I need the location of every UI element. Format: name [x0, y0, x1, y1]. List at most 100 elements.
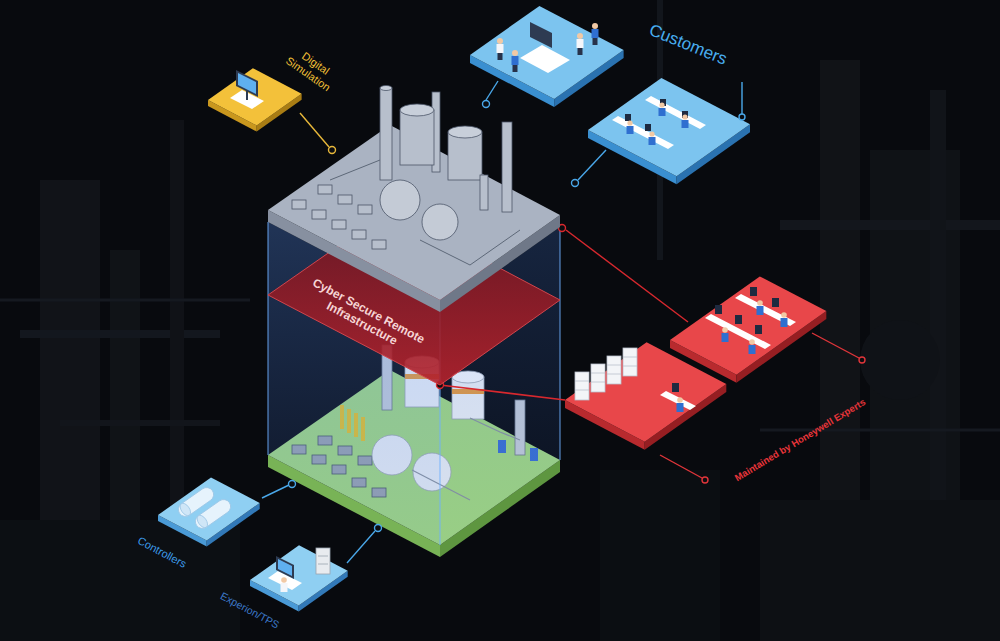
person	[281, 583, 288, 592]
person	[578, 47, 583, 55]
plant-silhouette	[760, 429, 1000, 432]
chimney	[380, 86, 392, 181]
expert-tiles	[565, 342, 726, 442]
person	[722, 327, 728, 333]
person	[781, 312, 788, 327]
person	[682, 114, 687, 119]
person	[513, 64, 518, 72]
leader-lines	[486, 81, 498, 100]
person	[512, 56, 519, 65]
leader-lines	[566, 230, 688, 322]
server-rack	[591, 364, 605, 392]
simulation-node: Digital Simulation	[200, 40, 350, 135]
person	[682, 114, 689, 128]
server-rack	[575, 348, 637, 400]
server-rack	[607, 374, 621, 375]
person	[593, 37, 598, 45]
server-rack	[623, 348, 637, 376]
desk	[705, 314, 771, 349]
experion-tile	[210, 540, 355, 635]
storage-tank	[400, 104, 434, 116]
simulation-tile	[246, 91, 248, 100]
expert-tiles	[772, 298, 779, 307]
experion-tile	[318, 564, 328, 565]
expert-tiles	[672, 383, 679, 392]
pump-row	[372, 240, 386, 249]
monitor	[236, 70, 258, 97]
pipes	[420, 230, 520, 265]
tower	[502, 122, 512, 212]
person	[512, 50, 519, 72]
customer-tiles	[470, 6, 624, 99]
person	[577, 39, 584, 48]
plant-silhouette	[760, 500, 1000, 641]
experion-tile	[318, 556, 328, 557]
expert-tiles	[565, 265, 890, 495]
storage-tank	[448, 132, 482, 180]
person	[659, 108, 666, 116]
tower	[432, 92, 440, 172]
controller-cylinder	[193, 497, 234, 531]
expert-tiles	[670, 276, 826, 374]
server-rack	[607, 356, 621, 384]
leader-lines	[300, 113, 329, 147]
bracket-line	[812, 333, 859, 358]
customer-tiles	[645, 124, 651, 131]
leader-lines	[375, 525, 382, 532]
person	[649, 131, 654, 136]
person	[649, 131, 656, 145]
connector-line	[440, 385, 565, 400]
tower	[480, 175, 488, 210]
bracket-line	[741, 82, 742, 114]
customer-tiles	[739, 114, 745, 120]
bracket-line	[660, 455, 702, 478]
person	[781, 312, 787, 318]
monitor	[276, 556, 294, 579]
experion-tile	[250, 545, 348, 605]
connector	[437, 382, 566, 401]
glass-prism	[267, 222, 269, 455]
server-rack	[623, 366, 637, 367]
person	[498, 52, 503, 60]
bracket-label: Maintained by Honeywell Experts	[718, 388, 882, 493]
person	[757, 300, 764, 315]
screen	[530, 22, 552, 48]
cabinet	[316, 548, 330, 574]
experion-tile	[278, 559, 292, 576]
person	[627, 126, 634, 134]
server-rack	[591, 373, 605, 374]
expert-tiles	[735, 315, 742, 324]
customer-tiles	[588, 78, 750, 176]
controllers-node: Controllers	[120, 470, 265, 575]
meeting-table	[520, 45, 570, 73]
experts-node: Maintained by Honeywell Experts	[565, 265, 890, 495]
controller-cylinder	[193, 497, 234, 531]
leader-lines	[329, 147, 336, 154]
server-rack	[575, 390, 589, 391]
plant-silhouette	[860, 320, 940, 400]
leader-lines	[262, 81, 688, 563]
customers-node: Customers	[465, 0, 755, 185]
person	[677, 397, 683, 403]
person	[781, 318, 788, 327]
person	[659, 102, 666, 116]
person	[677, 397, 684, 412]
leader-lines	[559, 225, 566, 232]
person	[592, 23, 598, 29]
person	[577, 33, 584, 55]
chimney	[380, 88, 392, 180]
plant-silhouette	[60, 420, 220, 426]
experion-node: Experion/TPS	[210, 540, 355, 635]
person	[722, 333, 729, 342]
digital-twin-platform	[268, 86, 560, 313]
pump-row	[358, 205, 372, 214]
plant-silhouette	[600, 470, 720, 641]
security-layer-node: Cyber Secure Remote Infrastructure	[268, 210, 560, 385]
pipes	[330, 160, 380, 180]
pump-row	[338, 195, 352, 204]
person	[592, 23, 599, 45]
pump-row	[292, 185, 386, 249]
